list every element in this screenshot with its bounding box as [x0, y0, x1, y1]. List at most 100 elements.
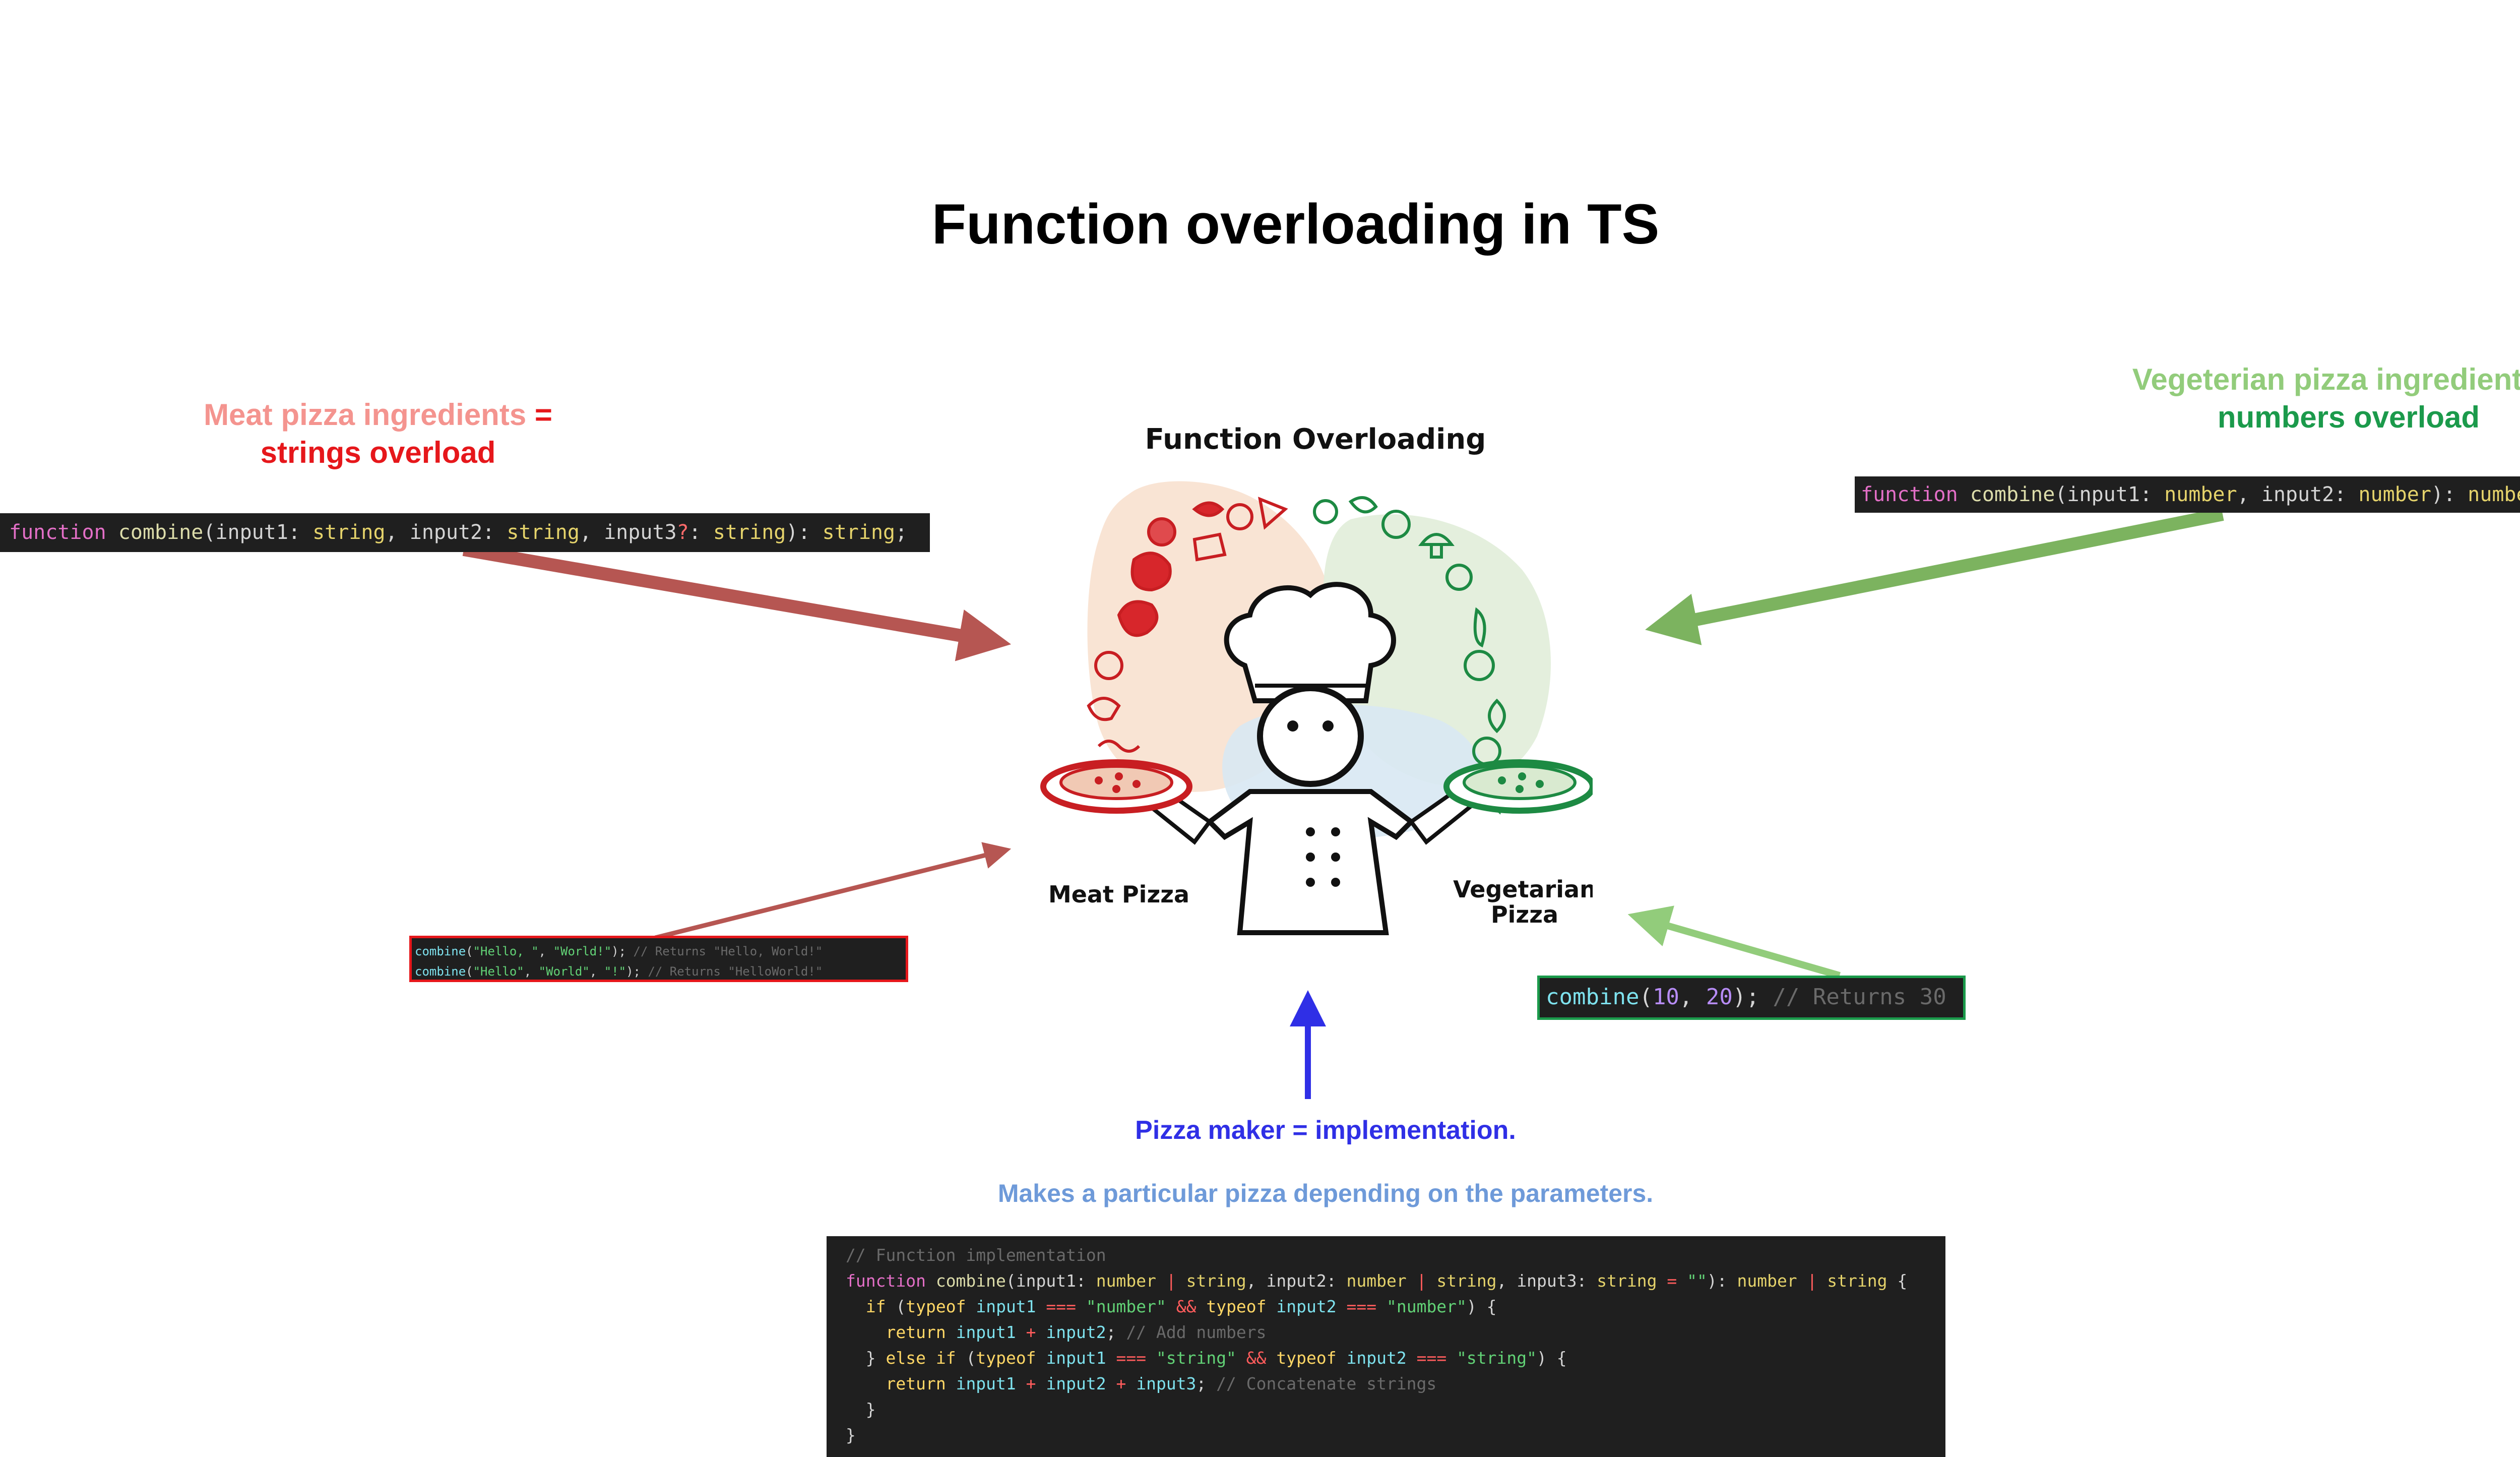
- code-token: function: [9, 521, 106, 544]
- chef-button: [1331, 853, 1340, 862]
- code-token: "World": [538, 964, 590, 979]
- code-token: ;: [895, 521, 908, 544]
- code-token: :: [482, 521, 507, 544]
- code-token: "string": [1156, 1348, 1236, 1368]
- code-token: ===: [1406, 1348, 1457, 1368]
- code-token: (: [1639, 984, 1653, 1010]
- code-token: return: [886, 1322, 946, 1342]
- pepperoni-dot: [1112, 785, 1120, 793]
- code-token: [846, 1348, 866, 1368]
- bacon-icon: [1097, 740, 1141, 753]
- code-token: "Hello, ": [473, 944, 539, 958]
- code-token: (: [956, 1348, 976, 1368]
- code-token: // Add numbers: [1116, 1322, 1267, 1342]
- code-token: input1: [946, 1322, 1016, 1342]
- code-token: }: [865, 1348, 886, 1368]
- veg-pizza-top: [1463, 765, 1577, 800]
- page-title: Function overloading in TS: [931, 193, 1660, 256]
- code-token: :: [688, 521, 713, 544]
- ham-icon: [1117, 600, 1159, 637]
- chef-illustration: Function Overloading: [1040, 423, 1593, 935]
- chef-button: [1331, 827, 1340, 836]
- meat-pizza: [1040, 759, 1192, 814]
- code-token: );: [626, 964, 641, 979]
- code-token: ):: [1707, 1271, 1737, 1291]
- code-token: combine: [1546, 984, 1640, 1010]
- cucumber-icon: [1381, 510, 1411, 539]
- code-token: ===: [1336, 1297, 1387, 1316]
- chef-button: [1331, 878, 1340, 887]
- code-token: (: [203, 521, 216, 544]
- code-token: "string": [1457, 1348, 1537, 1368]
- veg-call-arrow: [1627, 905, 1841, 979]
- code-token: ) {: [1537, 1348, 1567, 1368]
- chef: [1141, 582, 1480, 935]
- veg-ingredient-icons: [1313, 496, 1506, 815]
- code-token: :: [2334, 483, 2359, 506]
- code-token: string: [1436, 1271, 1497, 1291]
- code-token: input1: [2067, 483, 2140, 506]
- veg-pizza: [1443, 759, 1593, 814]
- code-token: [846, 1322, 886, 1342]
- code-token: typeof: [906, 1297, 966, 1316]
- code-token: "": [1687, 1271, 1707, 1291]
- veg-topping-dot: [1518, 772, 1526, 780]
- code-token: ,: [579, 521, 604, 544]
- code-token: number: [2468, 483, 2520, 506]
- code-token: =: [1657, 1271, 1687, 1291]
- code-token: );: [611, 944, 626, 958]
- bell-pepper-icon: [1464, 650, 1495, 681]
- code-token: ===: [1036, 1297, 1086, 1316]
- pepperoni-dot: [1115, 772, 1123, 780]
- code-token: input3: [604, 521, 677, 544]
- code-line: } else if (typeof input1 === "string" &&…: [846, 1345, 1945, 1371]
- veg-label-text: Vegeterian pizza ingredients: [2132, 362, 2520, 396]
- code-token: ,: [524, 964, 539, 979]
- chef-hat-icon: [1224, 582, 1396, 703]
- code-token: number: [1346, 1271, 1407, 1291]
- code-token: input2: [1266, 1297, 1337, 1316]
- veg-topping-dot: [1536, 780, 1544, 788]
- veg-signature-code: function combine(input1: number, input2:…: [1855, 476, 2520, 513]
- code-token: ;: [1106, 1322, 1116, 1342]
- meat-calls-code: combine("Hello, ", "World!"); // Returns…: [409, 936, 908, 982]
- code-token: ,: [589, 964, 604, 979]
- code-line: }: [846, 1425, 856, 1445]
- meat-signature-code: function combine(input1: string, input2:…: [0, 513, 930, 552]
- code-token: ,: [2237, 483, 2261, 506]
- code-token: // Returns "Hello, World!": [626, 944, 823, 958]
- code-token: function: [846, 1271, 926, 1291]
- meat-signature-arrow: [462, 543, 1012, 661]
- code-token: // Returns "HelloWorld!": [641, 964, 823, 979]
- code-token: number: [1096, 1271, 1156, 1291]
- code-token: input1: [966, 1297, 1036, 1316]
- code-token: ):: [2431, 483, 2468, 506]
- code-token: (: [1005, 1271, 1016, 1291]
- code-token: else: [886, 1348, 926, 1368]
- code-token: +: [1016, 1322, 1046, 1342]
- chef-head: [1257, 685, 1364, 787]
- chef-left-eye: [1287, 720, 1298, 732]
- olive-icon: [1445, 564, 1473, 591]
- code-token: typeof: [976, 1348, 1036, 1368]
- veg-topping-dot: [1498, 776, 1506, 784]
- veg-pizza-label-line2: Pizza: [1491, 901, 1558, 928]
- code-token: (: [886, 1297, 906, 1316]
- pizza-slice-icon: [1258, 497, 1288, 530]
- code-token: :: [2139, 483, 2165, 506]
- meat-label: Meat pizza ingredients = strings overloa…: [126, 396, 630, 471]
- code-token: ,: [1679, 984, 1706, 1010]
- code-token: input3: [1517, 1271, 1577, 1291]
- code-token: ;: [1196, 1374, 1207, 1393]
- code-token: combine: [925, 1271, 1006, 1291]
- meat-label-text: Meat pizza ingredients: [204, 398, 527, 432]
- code-line: return input1 + input2 + input3; // Conc…: [846, 1371, 1945, 1397]
- tomato-icon: [1313, 499, 1338, 524]
- chef-body: [1206, 789, 1415, 935]
- code-token: (: [2055, 483, 2067, 506]
- code-token: |: [1797, 1271, 1828, 1291]
- code-token: :: [288, 521, 313, 544]
- meat-pizza-top: [1059, 765, 1173, 800]
- code-token: 20: [1706, 984, 1733, 1010]
- code-token: input2: [2261, 483, 2335, 506]
